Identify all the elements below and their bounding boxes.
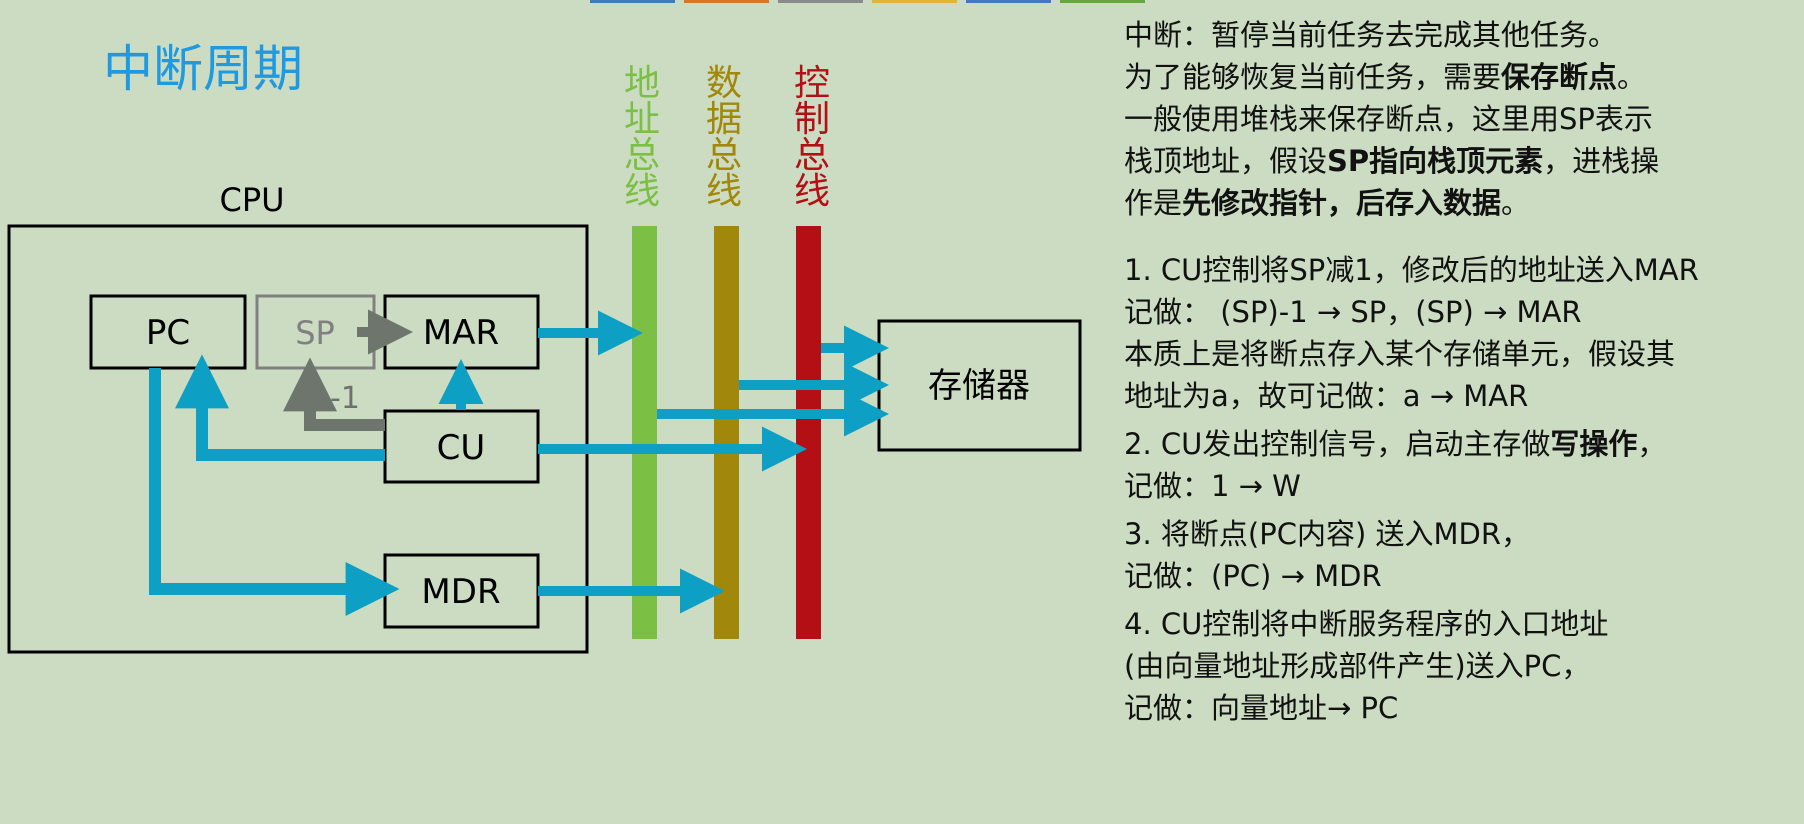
step-1-line-3: 本质上是将断点存入某个存储单元，假设其 <box>1124 337 1676 371</box>
svg-text:总: 总 <box>794 135 830 176</box>
svg-text:总: 总 <box>624 135 660 176</box>
cpu-label: CPU <box>219 181 284 219</box>
spacer <box>1124 224 1799 249</box>
top-strip-5 <box>966 0 1051 3</box>
intro-line-4: 栈顶地址，假设SP指向栈顶元素，进栈操 <box>1124 144 1660 178</box>
step-4-line-2: (由向量地址形成部件产生)送入PC， <box>1124 649 1591 683</box>
cu-to-sp-decrement-arrow <box>283 357 385 431</box>
intro-line-5: 作是先修改指针，后存入数据。 <box>1124 186 1531 220</box>
svg-text:线: 线 <box>624 171 660 212</box>
mar-register-label: MAR <box>423 313 499 353</box>
step-1-line-1: 1. CU控制将SP减1，修改后的地址送入MAR <box>1124 253 1699 287</box>
step-3-line-2: 记做：(PC) → MDR <box>1124 559 1382 593</box>
top-strip-2 <box>684 0 769 3</box>
svg-text:据: 据 <box>706 99 742 140</box>
intro-line-1: 中断：暂停当前任务去完成其他任务。 <box>1124 18 1618 52</box>
mdr-register-label: MDR <box>421 572 500 612</box>
data-bus-label: 数 据 总 线 <box>706 63 742 212</box>
top-strip-3 <box>778 0 863 3</box>
svg-text:数: 数 <box>706 63 742 104</box>
svg-text:地: 地 <box>624 63 660 104</box>
intro-line-2: 为了能够恢复当前任务，需要保存断点。 <box>1124 60 1647 94</box>
svg-text:总: 总 <box>706 135 742 176</box>
step-4-line-1: 4. CU控制将中断服务程序的入口地址 <box>1124 607 1609 641</box>
svg-text:控: 控 <box>794 63 830 104</box>
pc-register-label: PC <box>146 313 190 353</box>
pc-register-box <box>89 294 247 370</box>
explanation-text: 中断：暂停当前任务去完成其他任务。 为了能够恢复当前任务，需要保存断点。 一般使… <box>1124 14 1799 729</box>
cu-to-pc-arrow <box>175 354 385 461</box>
control-bus-bar <box>796 226 821 639</box>
memory-label: 存储器 <box>928 366 1030 406</box>
step-1-line-2: 记做： (SP)-1 → SP，(SP) → MAR <box>1124 295 1582 329</box>
intro-line-3: 一般使用堆栈来保存断点，这里用SP表示 <box>1124 102 1653 136</box>
data-bus-bar <box>714 226 739 639</box>
address-bus-bar <box>632 226 657 639</box>
step-1-line-4: 地址为a，故可记做：a → MAR <box>1124 379 1529 413</box>
svg-text:址: 址 <box>624 99 660 140</box>
step-2-line-2: 记做：1 → W <box>1124 469 1301 503</box>
svg-text:线: 线 <box>706 171 742 212</box>
step-4-line-3: 记做：向量地址→ PC <box>1124 691 1399 725</box>
top-strip-4 <box>872 0 957 3</box>
cu-label: CU <box>437 428 486 468</box>
decrement-label: -1 <box>330 381 360 416</box>
step-2-line-1: 2. CU发出控制信号，启动主存做写操作， <box>1124 427 1667 461</box>
sp-register-label: SP <box>295 314 335 352</box>
address-bus-label: 地 址 总 线 <box>624 63 660 212</box>
svg-text:制: 制 <box>794 99 830 140</box>
svg-text:线: 线 <box>794 171 830 212</box>
control-bus-label: 控 制 总 线 <box>794 63 830 212</box>
page-title: 中断周期 <box>103 40 303 98</box>
top-strip-6 <box>1060 0 1145 3</box>
top-strip-1 <box>590 0 675 3</box>
cpu-box <box>7 224 589 654</box>
pc-to-mdr-arrow <box>149 368 400 616</box>
step-3-line-1: 3. 将断点(PC内容) 送入MDR， <box>1124 517 1530 551</box>
